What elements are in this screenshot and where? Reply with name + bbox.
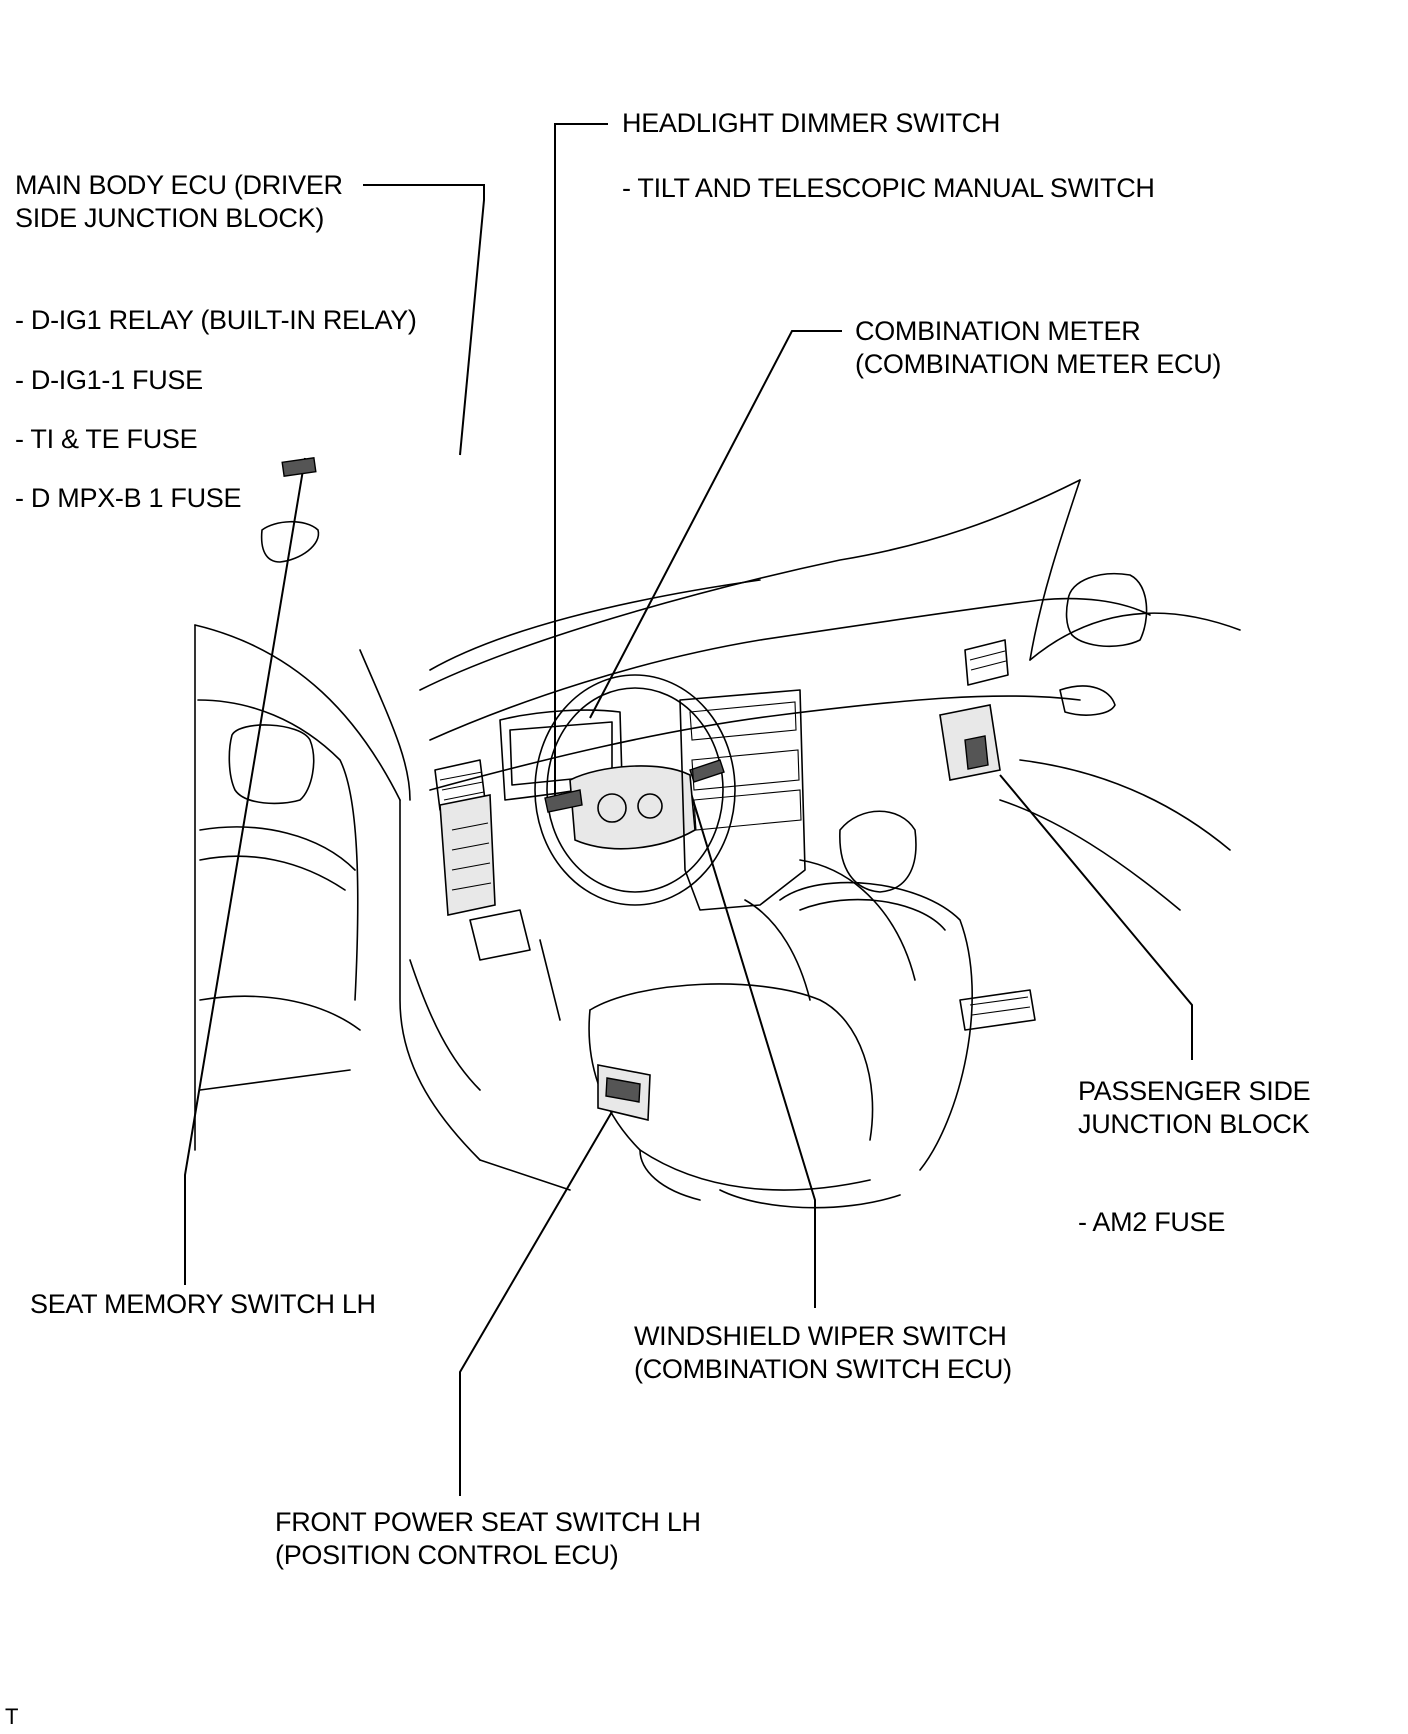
label-main-body-ecu-line1: MAIN BODY ECU (DRIVER [15, 170, 343, 200]
label-headlight-dimmer-switch: HEADLIGHT DIMMER SWITCH [622, 108, 1001, 138]
label-combination-meter-line1: COMBINATION METER [855, 316, 1141, 346]
leader-front-seat-switch [459, 1097, 621, 1496]
label-wiper-switch-line2: (COMBINATION SWITCH ECU) [634, 1354, 1012, 1384]
steering-wheel [534, 674, 736, 906]
label-front-power-seat-switch-line1: FRONT POWER SEAT SWITCH LH [275, 1507, 701, 1537]
label-wiper-switch-line1: WINDSHIELD WIPER SWITCH [634, 1321, 1007, 1351]
leader-wiper-switch [689, 789, 816, 1308]
leader-main-body-ecu [363, 184, 485, 456]
dashboard [429, 572, 1231, 1031]
label-ti-te-fuse: - TI & TE FUSE [15, 424, 198, 454]
leader-combination-meter [589, 330, 842, 719]
corner-mark: T [5, 1704, 19, 1729]
label-am2-fuse: - AM2 FUSE [1078, 1207, 1226, 1237]
label-seat-memory-switch: SEAT MEMORY SWITCH LH [30, 1289, 376, 1319]
label-front-power-seat-switch-line2: (POSITION CONTROL ECU) [275, 1540, 619, 1570]
leader-headlight-dimmer [554, 123, 608, 810]
label-passenger-junction-block-line2: JUNCTION BLOCK [1078, 1109, 1310, 1139]
label-main-body-ecu-line2: SIDE JUNCTION BLOCK) [15, 203, 325, 233]
car-body-outline [194, 457, 1241, 1191]
label-d-ig1-relay: - D-IG1 RELAY (BUILT-IN RELAY) [15, 305, 417, 335]
label-passenger-junction-block-line1: PASSENGER SIDE [1078, 1076, 1311, 1106]
label-tilt-telescopic-switch: - TILT AND TELESCOPIC MANUAL SWITCH [622, 173, 1155, 203]
driver-junction-block-part [439, 794, 496, 916]
leader-lines [184, 123, 1193, 1496]
label-combination-meter-line2: (COMBINATION METER ECU) [855, 349, 1222, 379]
seat-memory-switch-part [281, 457, 317, 477]
leader-passenger-junction-block [999, 774, 1193, 1060]
leader-seat-memory-switch [184, 457, 306, 1285]
driver-seat [409, 810, 973, 1209]
label-d-ig1-1-fuse: - D-IG1-1 FUSE [15, 365, 203, 395]
label-d-mpx-b1-fuse: - D MPX-B 1 FUSE [15, 483, 242, 513]
combination-switch-part [569, 765, 696, 850]
